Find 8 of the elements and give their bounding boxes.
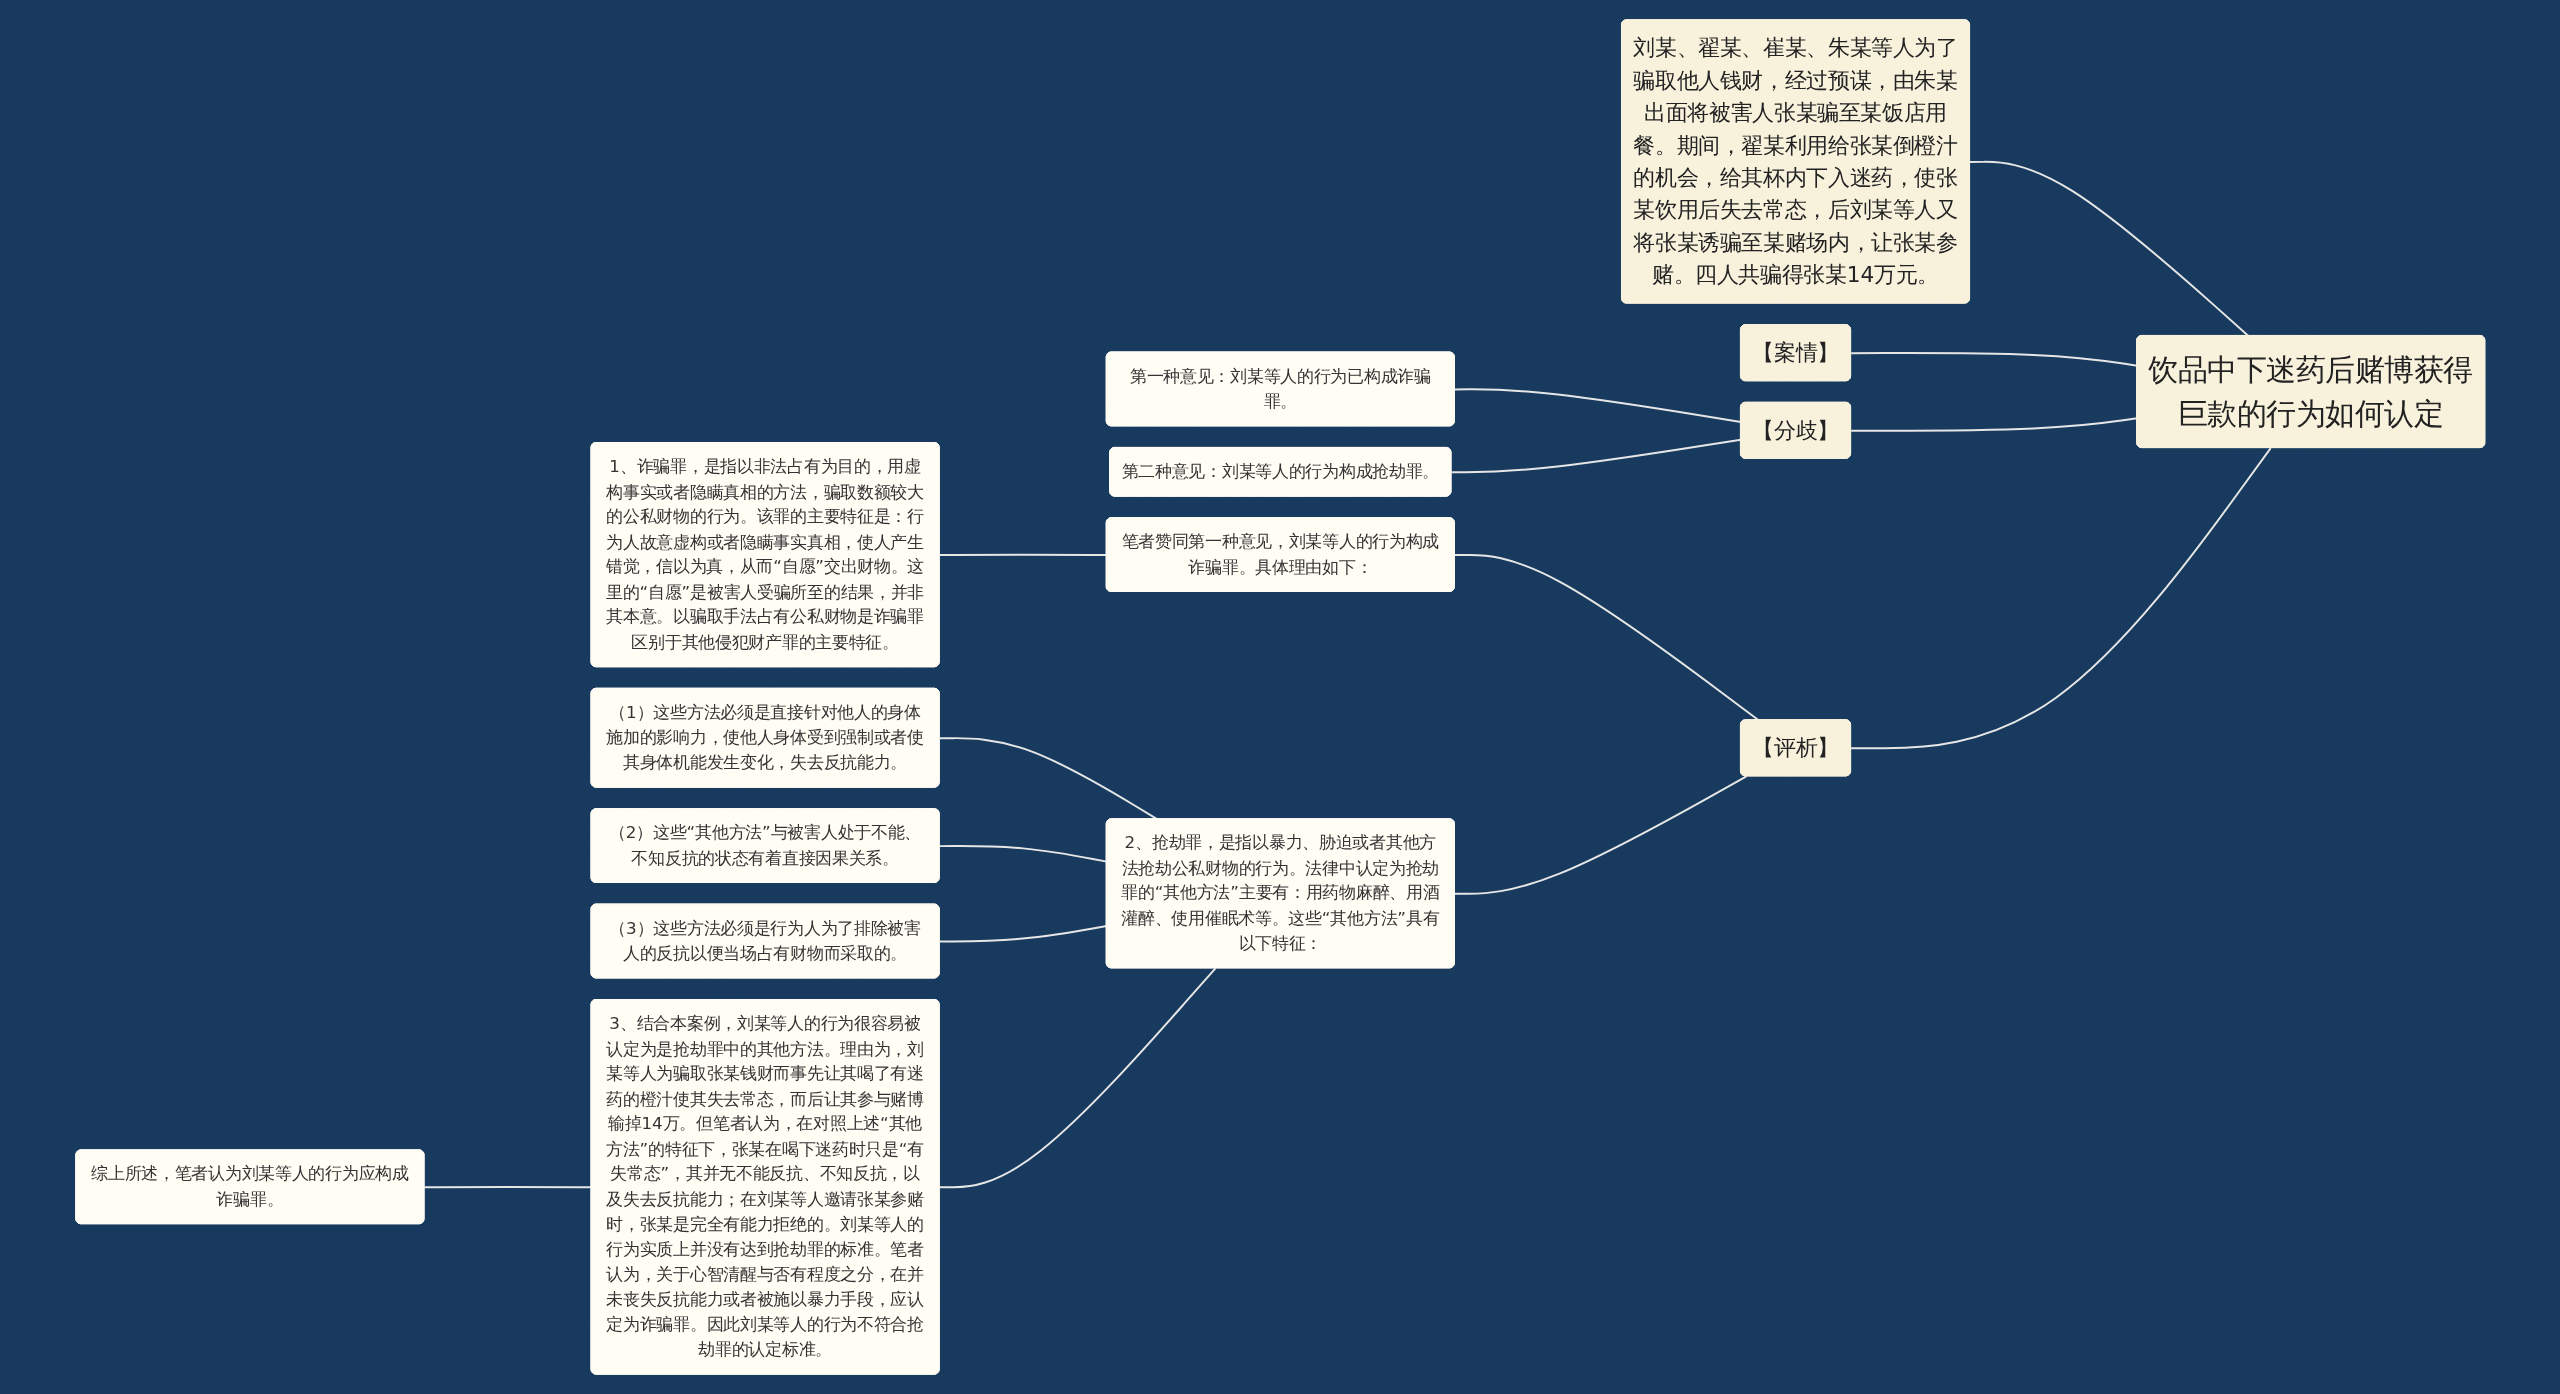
connector	[1453, 388, 1742, 423]
connector	[1968, 160, 2250, 337]
connector	[1849, 352, 2138, 367]
connector	[1453, 775, 1748, 895]
connector	[1849, 447, 2272, 750]
connector	[938, 967, 1217, 1189]
connector	[1849, 417, 2138, 432]
connector	[1450, 438, 1742, 474]
